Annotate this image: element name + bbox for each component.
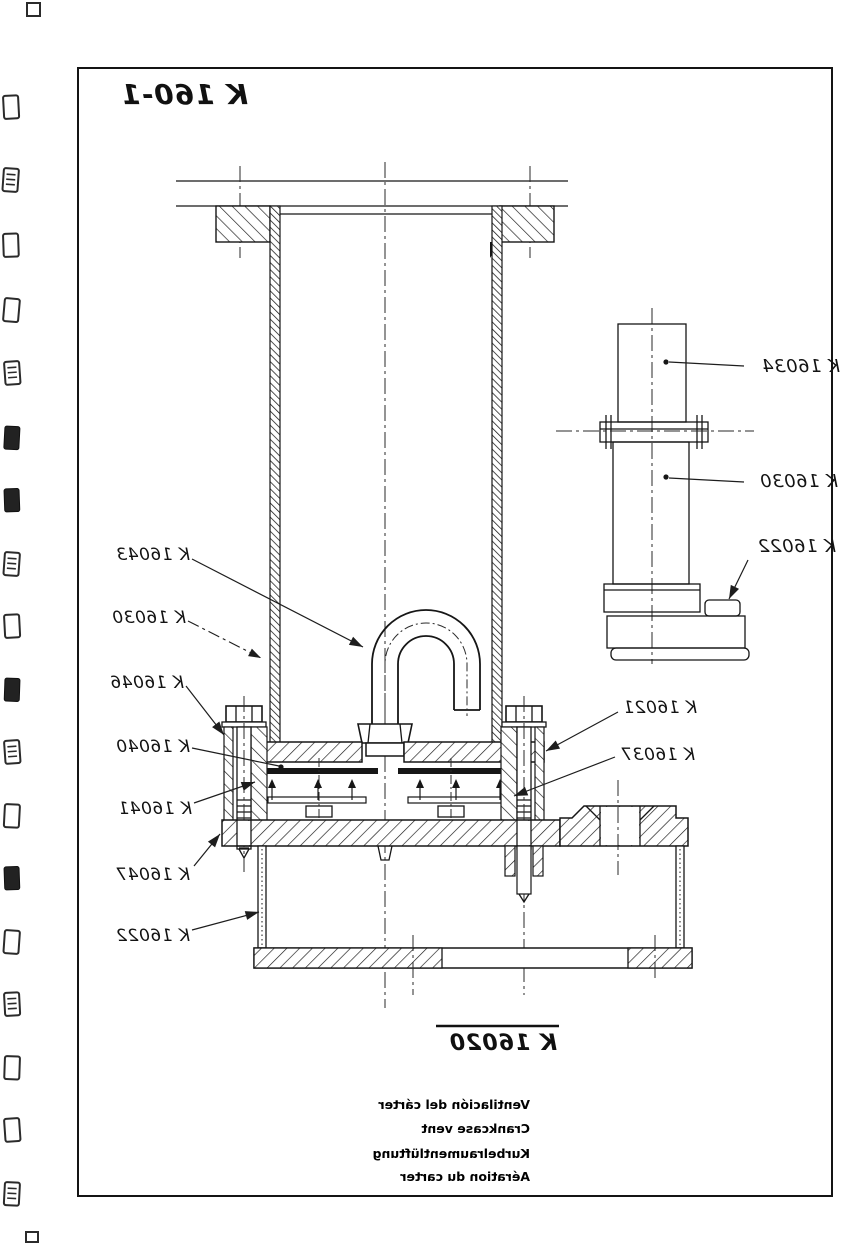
vent-outlet-tab [704,599,741,617]
leader-k16037 [513,756,616,797]
lower-chamber [253,845,693,995]
main-section-view [176,162,693,1008]
part-label-k16046: K 16046 [110,673,184,693]
airflow-arrows [268,779,504,800]
main-part-number-text: K 16020 [449,1031,557,1056]
title-es: Ventilación del cárter [378,1097,530,1112]
title-fr: Aération du carter [399,1169,530,1184]
part-labels: K 16043 K 16030 K 16046 K 16040 K 16041 … [110,356,840,946]
leader-k16030-side [668,477,745,483]
part-label-k16043: K 16043 [116,545,190,565]
leader-k16022-main [191,911,260,931]
side-elevation-view [556,308,754,664]
stud-pocket [504,845,544,904]
part-label-k16034-side: K 16034 [762,356,840,377]
title-block: Ventilación del cárter Crankcase vent Ku… [373,1097,530,1184]
title-de: Kurbelraumentlüftung [373,1146,530,1161]
part-label-k16040: K 16040 [116,737,190,757]
leader-k16021 [545,711,619,752]
leader-k16040 [191,747,280,767]
part-label-k16030-side: K 16030 [760,471,838,492]
leader-k16034 [668,361,745,367]
leader-k16022-side [728,559,749,600]
part-label-k16030-main: K 16030 [112,608,186,628]
leader-k16047 [193,833,221,867]
part-label-k16021: K 16021 [623,698,697,718]
leader-k16030-main [187,620,262,659]
gooseneck-pipe [357,609,481,758]
part-label-k16022-side: K 16022 [758,536,836,557]
leader-k16043 [191,558,364,648]
part-label-k16037: K 16037 [621,745,695,765]
crankcase-deck [221,780,689,875]
main-part-number: K 16020 [436,1024,559,1056]
part-label-k16041: K 16041 [118,799,192,819]
leader-k16041 [193,781,256,804]
leader-k16046 [185,685,225,736]
title-en: Crankcase vent [421,1121,530,1136]
drawing-frame [77,67,833,1197]
film-edge-marks [1,2,41,1243]
part-label-k16022-main: K 16022 [116,926,190,946]
drawing-number: K 160-1 [120,78,248,111]
upper-flange [215,205,555,258]
leader-lines [185,359,749,931]
part-label-k16047: K 16047 [116,865,190,885]
